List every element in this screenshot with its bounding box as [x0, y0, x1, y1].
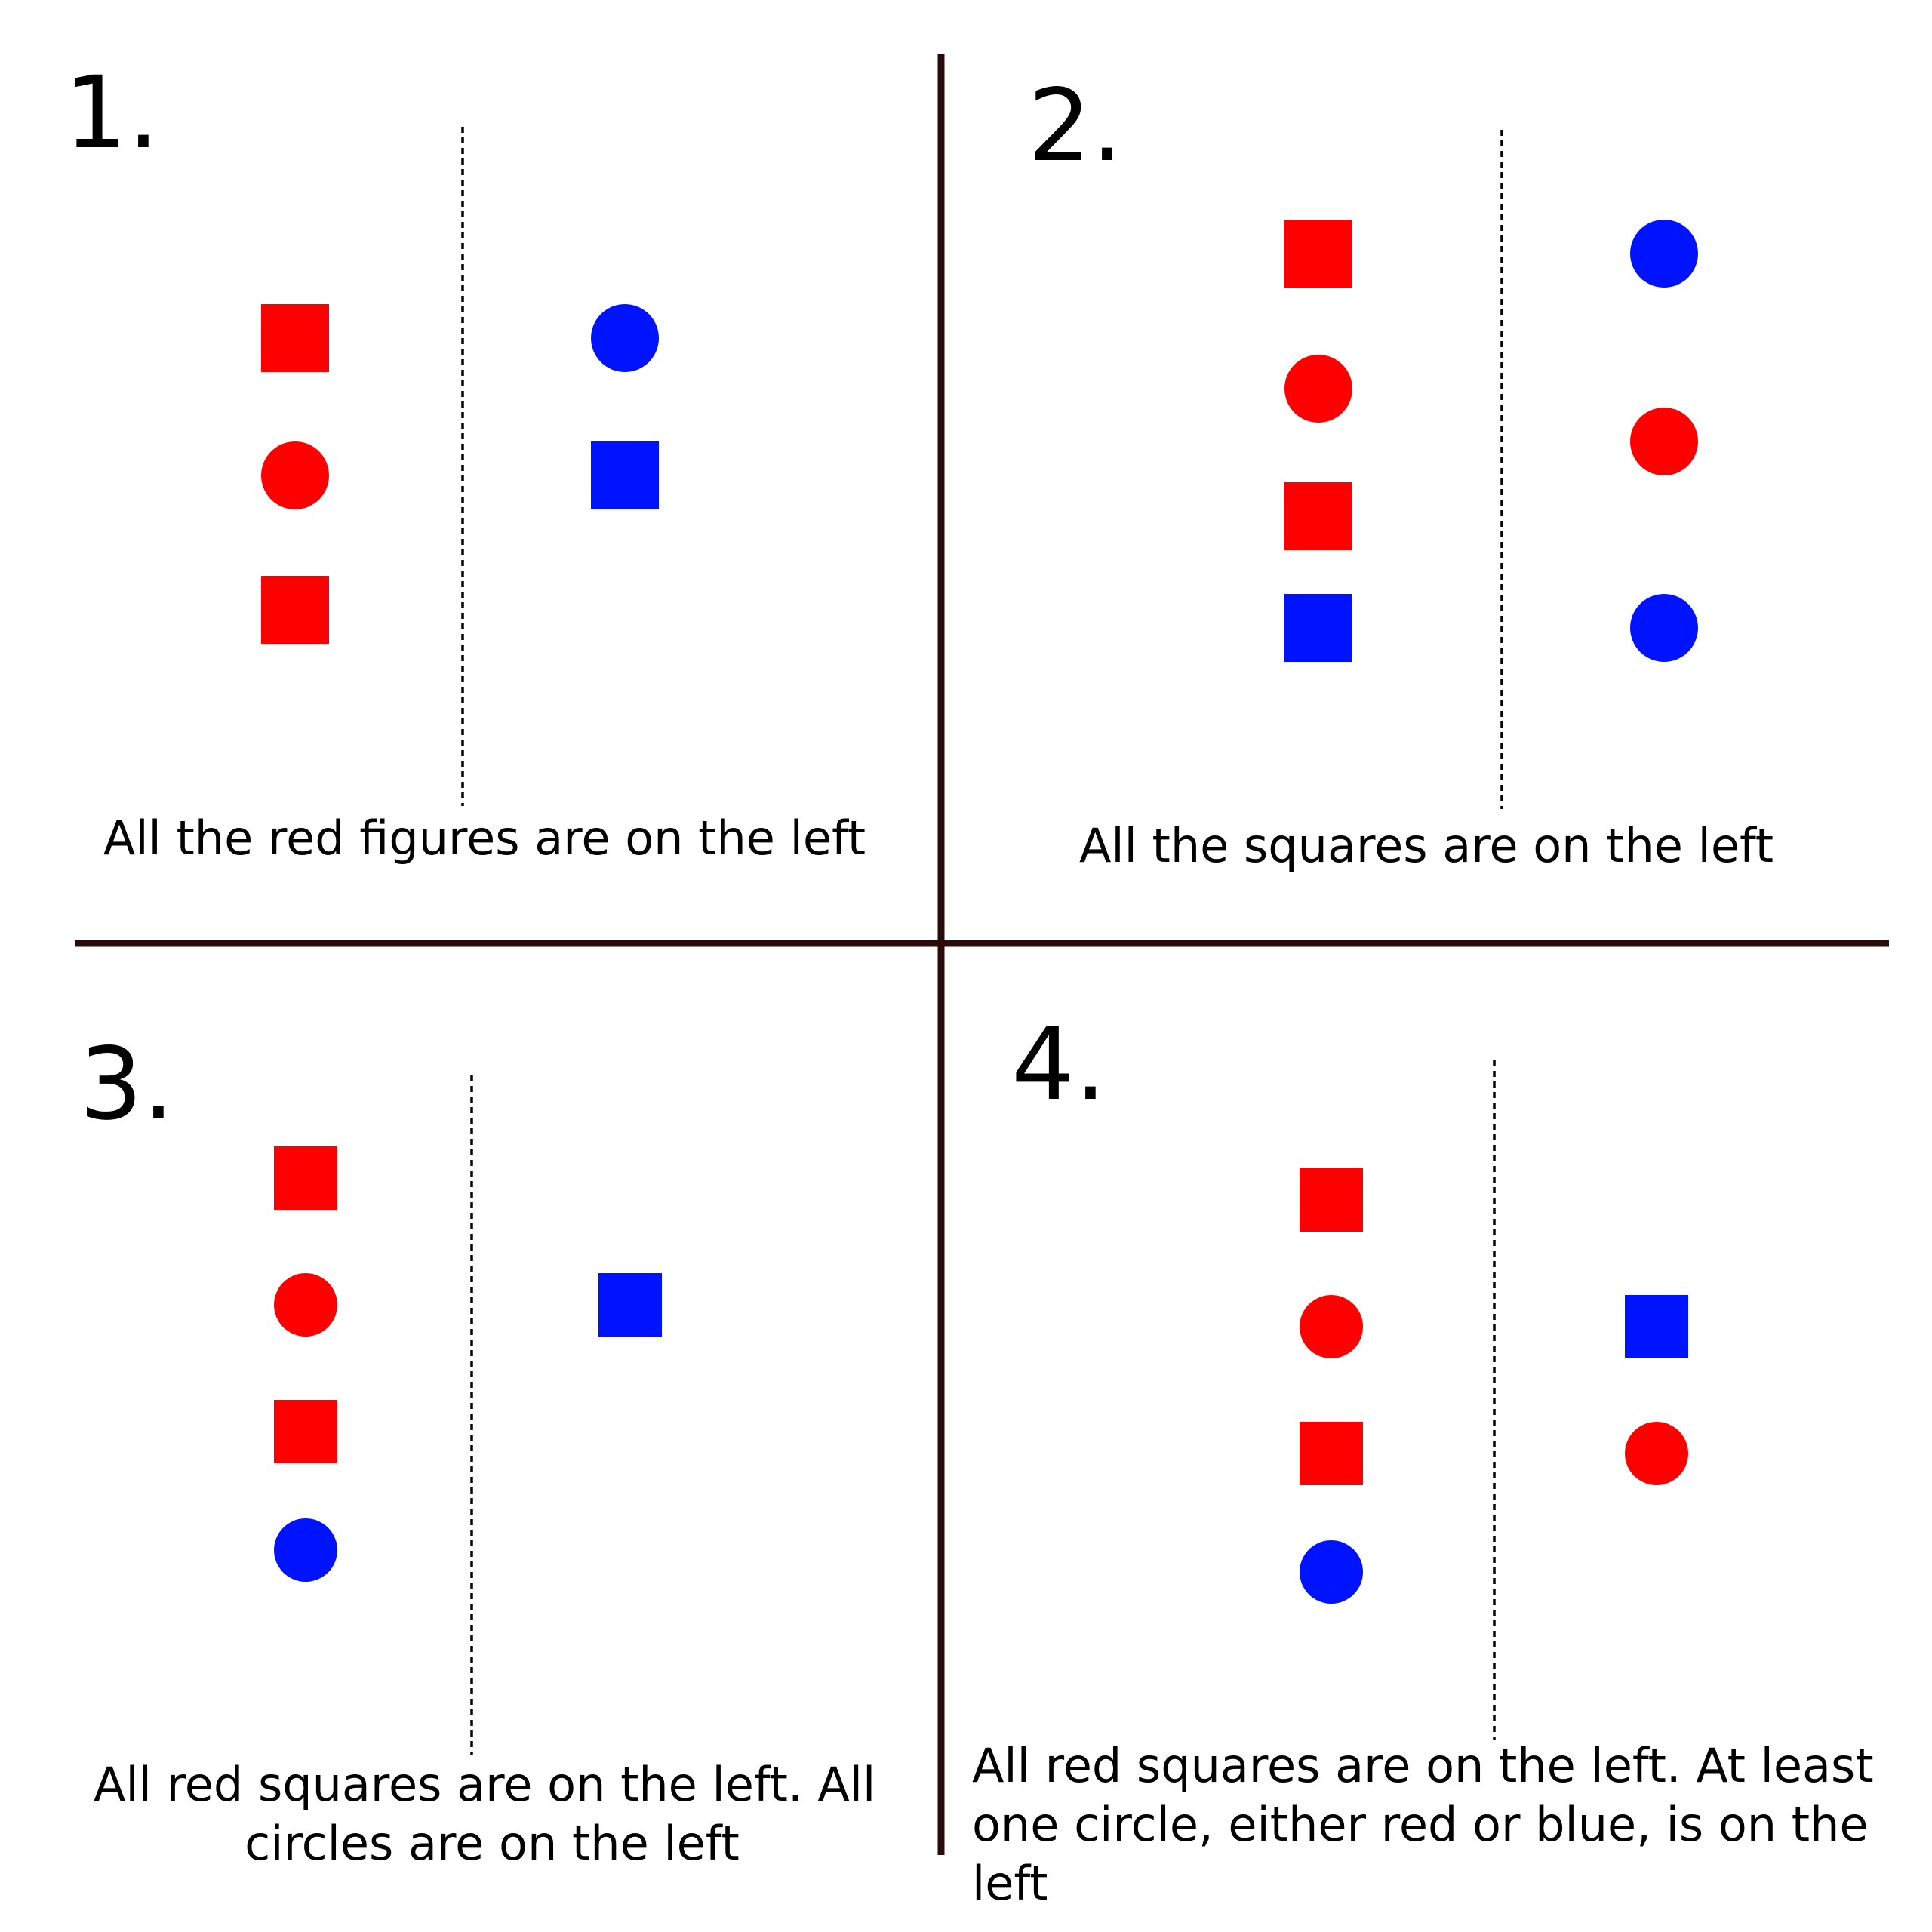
- figures-right: [591, 304, 659, 509]
- panel-number: 2.: [1028, 68, 1123, 184]
- caption-line: All red squares are on the left. All: [94, 1757, 875, 1812]
- caption-line: one circle, either red or blue, is on th…: [972, 1797, 1869, 1852]
- caption-line: left: [972, 1856, 1048, 1911]
- blue-circle: [1630, 594, 1698, 662]
- panel-caption: All the squares are on the left: [1079, 818, 1774, 873]
- red-square: [1284, 482, 1352, 550]
- red-circle: [1625, 1422, 1688, 1485]
- caption-line: All the squares are on the left: [1079, 818, 1774, 873]
- red-circle: [274, 1273, 337, 1337]
- panel-caption: All red squares are on the left. At leas…: [972, 1738, 1888, 1911]
- blue-square: [1625, 1295, 1688, 1358]
- red-square: [274, 1400, 337, 1463]
- red-square: [1284, 220, 1352, 288]
- panel-caption: All red squares are on the left. All cir…: [94, 1757, 891, 1871]
- red-circle: [261, 441, 329, 509]
- blue-circle: [1300, 1540, 1363, 1604]
- red-square: [1300, 1168, 1363, 1232]
- figures-right: [1630, 220, 1698, 662]
- panel-1: 1. All the red figures are on the left: [64, 55, 866, 866]
- blue-square: [1284, 594, 1352, 662]
- blue-square: [598, 1273, 662, 1337]
- panel-number: 1.: [64, 55, 159, 171]
- figures-left: [261, 304, 329, 644]
- red-circle: [1284, 355, 1352, 423]
- red-circle: [1630, 408, 1698, 475]
- caption-line: All the red figures are on the left: [103, 811, 866, 866]
- red-square: [261, 576, 329, 644]
- figures-left: [1300, 1168, 1363, 1604]
- blue-circle: [1630, 220, 1698, 288]
- caption-line: circles are on the left: [245, 1816, 740, 1871]
- panel-3: 3. All red squares are on the left. All …: [79, 1026, 891, 1871]
- blue-circle: [591, 304, 659, 372]
- figures-left: [274, 1146, 337, 1582]
- red-circle: [1300, 1295, 1363, 1358]
- figures-left: [1284, 220, 1352, 662]
- red-square: [274, 1146, 337, 1210]
- figures-right: [598, 1273, 662, 1337]
- red-square: [1300, 1422, 1363, 1485]
- panel-caption: All the red figures are on the left: [103, 811, 866, 866]
- panel-number: 4.: [1011, 1007, 1106, 1123]
- blue-circle: [274, 1518, 337, 1582]
- red-square: [261, 304, 329, 372]
- blue-square: [591, 441, 659, 509]
- panel-2: 2. All the squares are on the left: [1028, 68, 1774, 873]
- panel-4: 4. All red squares are on the left. At l…: [972, 1007, 1888, 1911]
- panel-number: 3.: [79, 1026, 174, 1143]
- figures-right: [1625, 1295, 1688, 1485]
- caption-line: All red squares are on the left. At leas…: [972, 1738, 1874, 1793]
